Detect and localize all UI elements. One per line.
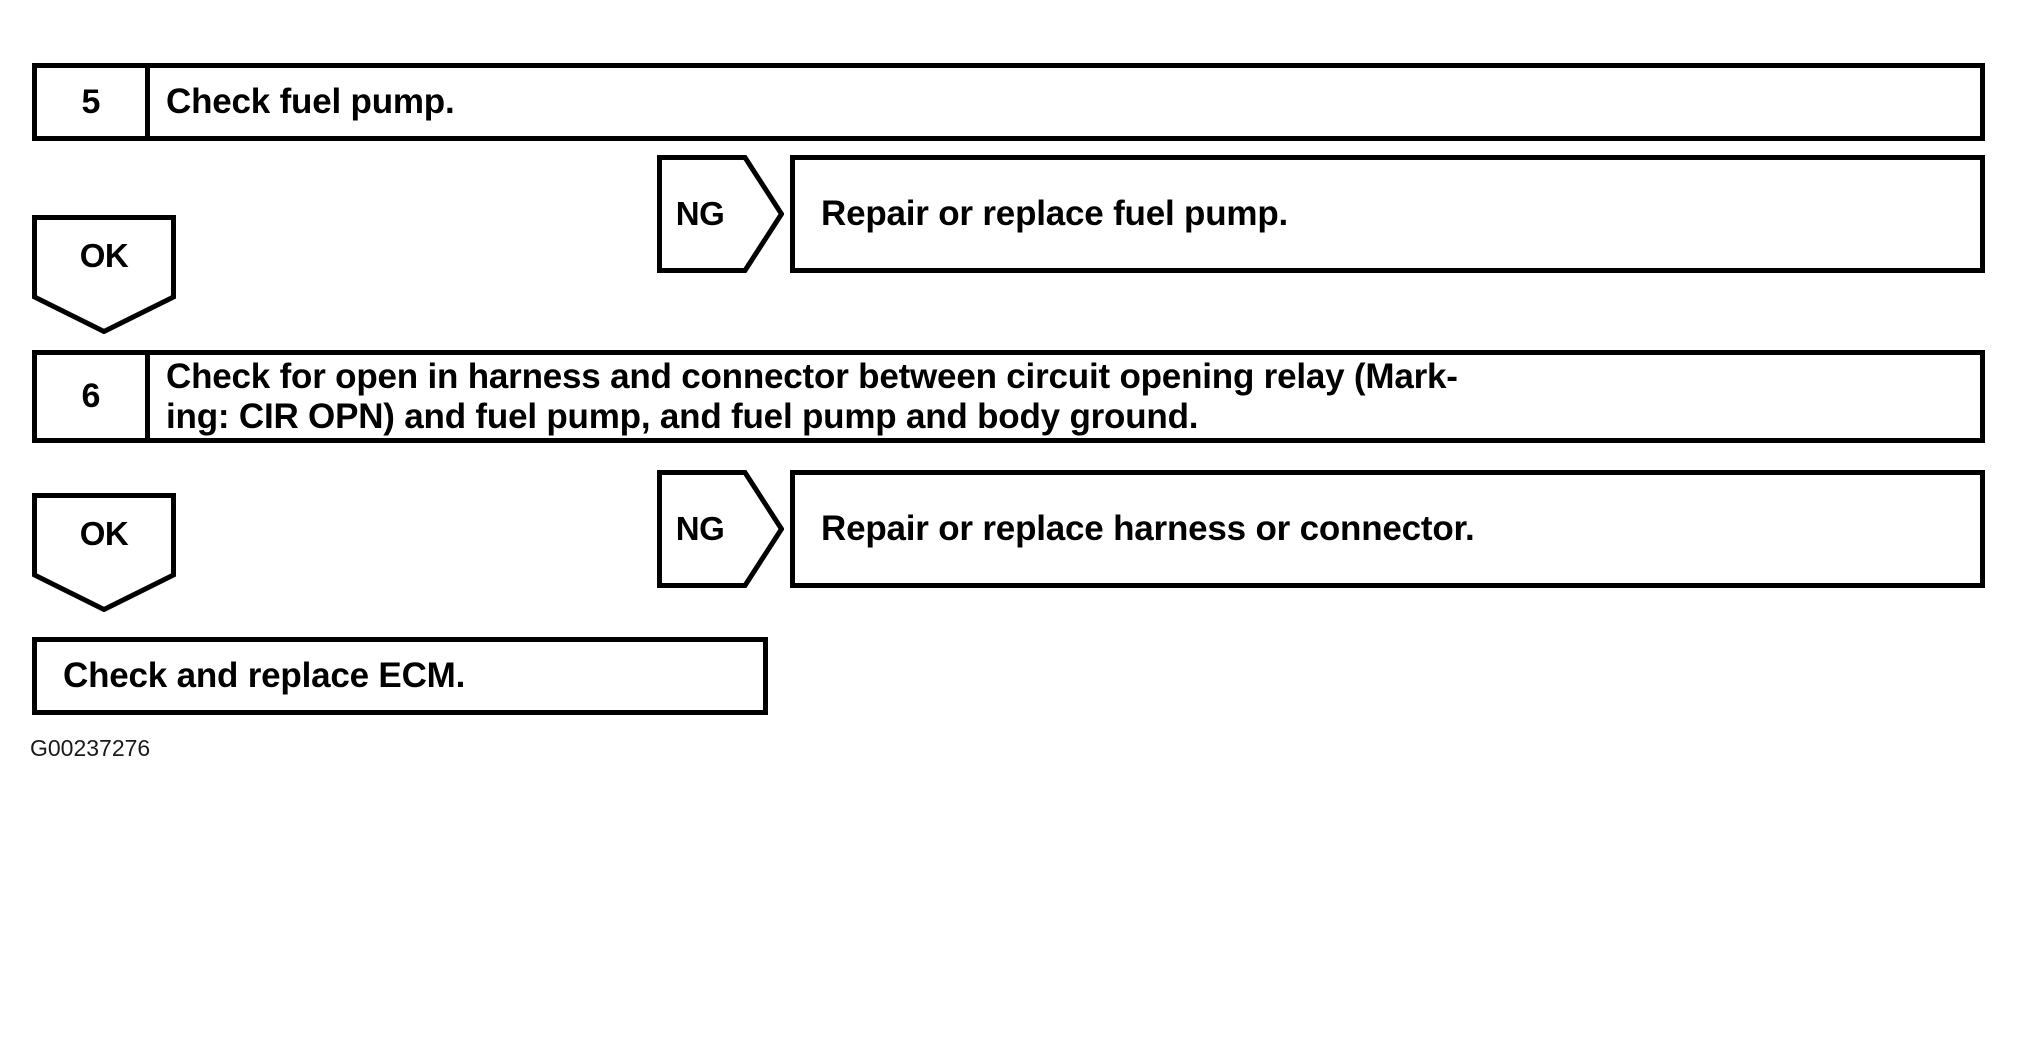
step-number-6: 6: [37, 355, 150, 438]
ng-pentagon-shape: [657, 470, 784, 588]
ok-tag-label-5: OK: [79, 237, 129, 274]
ng-tag-6: NG: [657, 470, 784, 588]
ng-action-box-5: Repair or replace fuel pump.: [790, 155, 1985, 273]
ng-tag-5: NG: [657, 155, 784, 273]
figure-code-label: G00237276: [30, 735, 151, 761]
ok-tag-6: OK: [32, 493, 176, 612]
ng-tag-label-5: NG: [675, 195, 725, 232]
ok-tag-5: OK: [32, 215, 176, 334]
ok-pentagon-shape: [32, 493, 176, 612]
step-number-5: 5: [37, 68, 150, 136]
final-action-box: Check and replace ECM.: [32, 637, 768, 715]
ng-tag-label-6: NG: [675, 510, 725, 547]
ng-pentagon-shape: [657, 155, 784, 273]
step-text-6: Check for open in harness and connector …: [166, 357, 1458, 436]
step-box-6: 6 Check for open in harness and connecto…: [32, 350, 1985, 443]
ok-tag-label-6: OK: [79, 515, 129, 552]
step-box-5: 5 Check fuel pump.: [32, 63, 1985, 141]
step-text-5: Check fuel pump.: [166, 82, 455, 122]
ok-pentagon-shape: [32, 215, 176, 334]
ng-action-box-6: Repair or replace harness or connector.: [790, 470, 1985, 588]
